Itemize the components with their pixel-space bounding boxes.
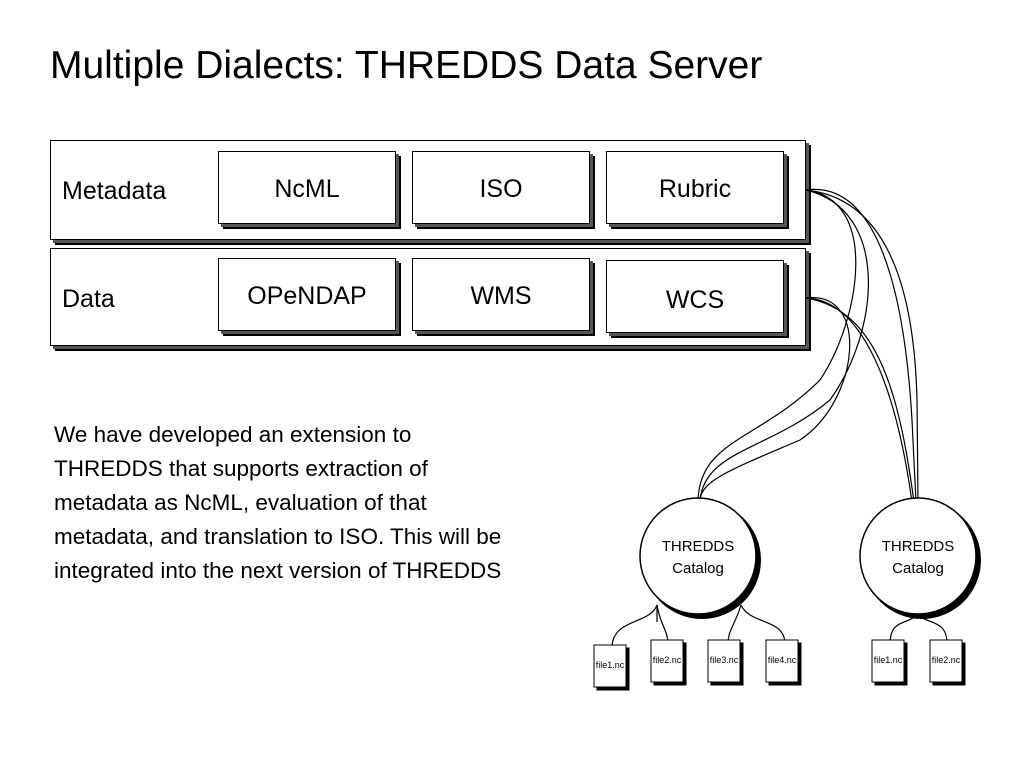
file-icon <box>929 639 966 686</box>
catalog1-circle <box>639 497 757 615</box>
connector-metadata-catalog2 <box>805 189 919 503</box>
tree1-branch-b <box>656 604 669 645</box>
file-icon <box>765 639 802 686</box>
catalog1-line1: THREDDS <box>661 538 735 555</box>
opendap-label: OPeNDAP <box>247 282 367 310</box>
description-text: We have developed an extension to THREDD… <box>54 422 502 583</box>
catalog2-circle <box>859 497 977 615</box>
file-icon <box>707 639 744 686</box>
wcs-label: WCS <box>665 286 725 314</box>
catalog2-file1-label: file1.nc <box>873 655 903 665</box>
catalog1-file1-label: file1.nc <box>595 660 625 670</box>
file-icon <box>871 639 908 686</box>
tree1-branch-a <box>611 604 658 649</box>
wms-label: WMS <box>470 282 532 310</box>
catalog2-line1: THREDDS <box>881 538 955 555</box>
ncml-label: NcML <box>274 175 340 203</box>
connector-data-catalog1 <box>699 297 851 501</box>
catalog2-file2-label: file2.nc <box>931 655 961 665</box>
iso-box: ISO <box>412 151 590 224</box>
iso-label: ISO <box>479 175 523 203</box>
catalog1-file2-label: file2.nc <box>652 655 682 665</box>
connector-data-catalog2 <box>805 297 915 503</box>
connector-metadata-catalog1-b <box>699 189 869 501</box>
catalog2-line2: Catalog <box>892 560 944 577</box>
catalog1-label: THREDDS Catalog <box>643 536 753 580</box>
file-icon <box>650 639 687 686</box>
data-label: Data <box>62 285 115 313</box>
wms-box: WMS <box>412 258 590 331</box>
connector-metadata-catalog1 <box>697 189 857 501</box>
wcs-box: WCS <box>606 260 784 333</box>
file-icon <box>593 644 630 691</box>
catalog1-file4-label: file4.nc <box>767 655 797 665</box>
opendap-box: OPeNDAP <box>218 258 396 331</box>
connector-data-catalog2-b <box>805 297 913 503</box>
slide-title: Multiple Dialects: THREDDS Data Server <box>50 44 763 87</box>
connector-metadata-catalog2-b <box>805 188 917 503</box>
catalog1-line2: Catalog <box>672 560 724 577</box>
catalog1-file3-label: file3.nc <box>709 655 739 665</box>
metadata-label: Metadata <box>62 177 167 205</box>
catalog2-label: THREDDS Catalog <box>863 536 973 580</box>
rubric-box: Rubric <box>606 151 784 224</box>
rubric-label: Rubric <box>658 175 732 203</box>
tree1-branch-d <box>740 604 786 645</box>
ncml-box: NcML <box>218 151 396 224</box>
